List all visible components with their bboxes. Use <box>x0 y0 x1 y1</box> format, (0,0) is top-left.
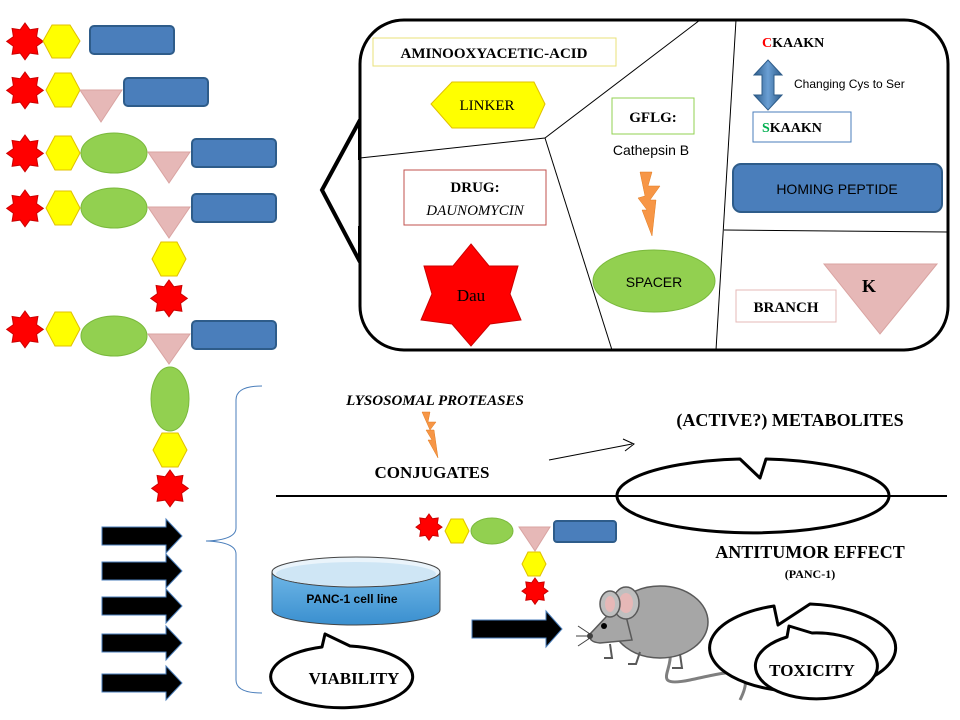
drug-star-icon <box>415 513 443 542</box>
conjugate-structures <box>5 22 277 508</box>
spacer-label-box <box>611 97 695 135</box>
linker-hexagon-icon <box>45 311 81 347</box>
black-arrow-stack <box>101 517 183 702</box>
component-panel: AMINOOXYACETIC-ACID LINKER DRUG: DAUNOMY… <box>358 18 950 352</box>
metabolites-label: (ACTIVE?) METABOLITES <box>676 410 903 431</box>
linker-hexagon-icon <box>152 432 188 468</box>
homing-peptide-rect-icon <box>123 77 209 107</box>
homing-peptide-rect-icon <box>553 520 617 543</box>
petri-dish-icon <box>271 556 441 626</box>
linker-hexagon-icon <box>45 72 81 108</box>
spacer-title: GFLG: <box>629 110 677 126</box>
branch-label-box <box>735 289 837 323</box>
drug-star-icon <box>150 469 190 508</box>
antitumor-sub: (PANC-1) <box>785 567 835 581</box>
peptide-new-first: S <box>762 121 770 136</box>
branch-triangle-icon <box>518 526 551 552</box>
curly-brace <box>205 385 263 694</box>
panel-divider <box>544 19 701 139</box>
right-arrow-icon <box>101 624 183 662</box>
homing-peptide-rect-icon <box>191 320 277 350</box>
linker-shape-label: LINKER <box>460 98 515 114</box>
drug-star-icon <box>149 279 189 318</box>
conjugates-label: CONJUGATES <box>375 463 490 482</box>
linker-label-box <box>372 37 617 67</box>
branch-triangle-icon <box>822 263 939 335</box>
lysosomal-proteases-label: LYSOSOMAL PROTEASES <box>345 393 524 409</box>
branch-triangle-icon <box>147 206 191 239</box>
right-arrow-icon <box>471 609 563 649</box>
branch-triangle-icon <box>79 89 123 123</box>
homing-peptide-rect-icon <box>732 163 943 213</box>
homing-peptide-rect-icon <box>191 193 277 223</box>
double-arrow-icon <box>752 59 784 111</box>
drug-star-label: Dau <box>457 286 486 305</box>
panel-divider <box>359 137 546 159</box>
linker-hexagon-icon <box>430 81 546 129</box>
right-arrow-icon <box>101 587 183 625</box>
right-arrow-icon <box>101 664 183 702</box>
linker-label: AMINOOXYACETIC-ACID <box>401 46 588 62</box>
antitumor-label: ANTITUMOR EFFECT <box>715 542 905 562</box>
branch-label: BRANCH <box>753 300 818 316</box>
drug-name: DAUNOMYCIN <box>425 203 525 219</box>
daunomycin-star-icon <box>420 243 522 347</box>
linker-hexagon-icon <box>151 241 187 277</box>
lightning-bolt-icon <box>421 411 439 459</box>
homing-peptide-rect-icon <box>89 25 175 55</box>
spacer-ellipse-icon <box>150 366 190 432</box>
drug-label-box <box>403 169 547 226</box>
drug-star-icon <box>5 71 45 110</box>
panel-divider <box>715 19 737 351</box>
viability-label: VIABILITY <box>309 669 400 688</box>
drug-star-icon <box>5 22 45 61</box>
mouse-icon <box>576 585 747 701</box>
peptide-original-first: C <box>762 36 772 51</box>
homing-peptide-label: HOMING PEPTIDE <box>776 181 897 197</box>
peptide-new-rest: KAAKN <box>770 121 822 136</box>
spacer-ellipse-icon <box>80 315 148 357</box>
branch-letter: K <box>862 276 876 296</box>
peptide-new-box <box>752 111 852 143</box>
branch-triangle-icon <box>147 151 191 184</box>
panel-divider <box>723 229 949 233</box>
spacer-shape-label: SPACER <box>626 274 683 290</box>
drug-star-icon <box>5 310 45 349</box>
viability-bubble <box>269 632 415 710</box>
branch-triangle-icon <box>147 333 191 365</box>
lightning-bolt-icon <box>637 171 661 237</box>
spacer-ellipse-icon <box>470 517 514 545</box>
drug-star-icon <box>521 577 549 606</box>
linker-hexagon-icon <box>42 24 81 59</box>
linker-hexagon-icon <box>444 518 470 544</box>
drug-star-icon <box>5 189 45 228</box>
toxicity-bubble <box>753 624 879 701</box>
linker-hexagon-icon <box>521 551 547 577</box>
spacer-ellipse-icon <box>592 249 716 313</box>
peptide-original: CKAAKN <box>762 36 824 51</box>
spacer-sub: Cathepsin B <box>613 142 689 158</box>
dish-label: PANC-1 cell line <box>306 592 397 606</box>
conversion-arrow-head <box>622 438 635 452</box>
linker-hexagon-icon <box>45 190 81 226</box>
homing-peptide-rect-icon <box>191 138 277 168</box>
right-arrow-icon <box>101 552 183 590</box>
drug-star-icon <box>5 134 45 173</box>
conversion-arrow-line <box>548 443 633 461</box>
panel-divider <box>544 137 613 351</box>
drug-title: DRUG: <box>450 180 499 196</box>
linker-hexagon-icon <box>45 135 81 171</box>
right-arrow-icon <box>101 517 183 555</box>
spacer-ellipse-icon <box>80 187 148 229</box>
spacer-ellipse-icon <box>80 132 148 174</box>
change-note: Changing Cys to Ser <box>794 77 905 91</box>
toxicity-label: TOXICITY <box>769 661 855 680</box>
small-conjugate <box>415 513 617 606</box>
peptide-new: SKAAKN <box>762 121 822 136</box>
peptide-original-rest: KAAKN <box>772 36 824 51</box>
